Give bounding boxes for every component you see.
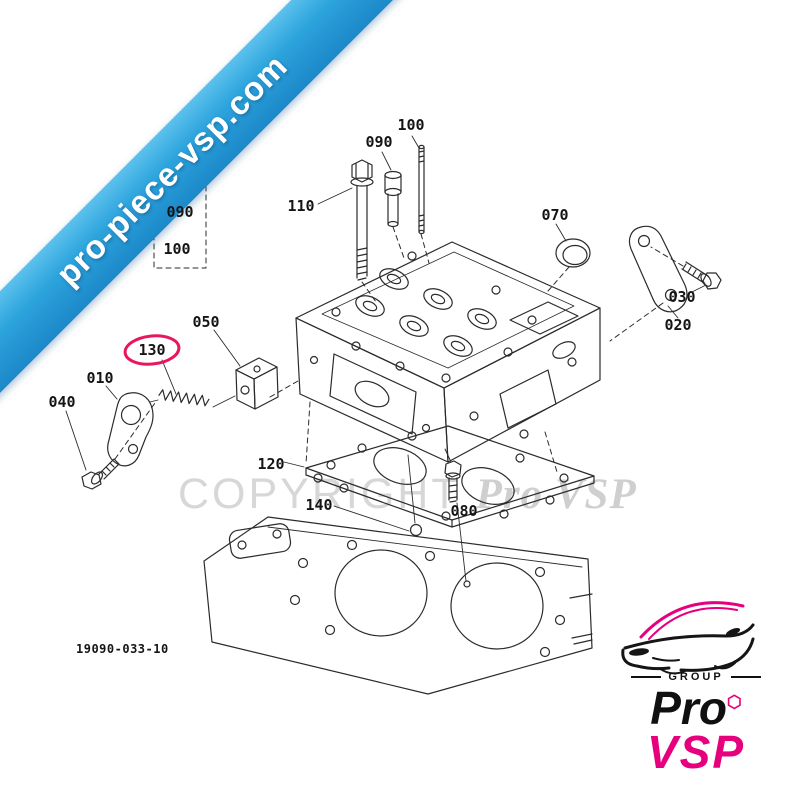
plate-050-drawing bbox=[235, 357, 279, 410]
part-label-030: 030 bbox=[668, 288, 696, 306]
hexagon-icon: ⬡ bbox=[726, 692, 742, 712]
part-label-140: 140 bbox=[305, 496, 333, 514]
watermark-prefix: COPYRIGHT bbox=[178, 470, 461, 518]
head-gasket-drawing bbox=[305, 425, 595, 528]
highlight-ellipse-130 bbox=[123, 334, 181, 366]
eyelet-010-drawing bbox=[107, 392, 154, 467]
part-label-070: 070 bbox=[541, 206, 569, 224]
cap-070-drawing bbox=[555, 238, 591, 268]
part-label-100: 100 bbox=[397, 116, 425, 134]
car-sketch-icon bbox=[621, 601, 755, 675]
bracket-020-drawing bbox=[628, 225, 688, 313]
part-label-050: 050 bbox=[192, 313, 220, 331]
bolt-110-drawing bbox=[350, 159, 374, 281]
logo-brand-vsp: VSP bbox=[646, 726, 746, 778]
logo-group-row: GROUP bbox=[604, 671, 788, 683]
assembly-axes bbox=[114, 226, 684, 473]
logo-left-line bbox=[631, 676, 662, 678]
bolt-040-drawing bbox=[81, 458, 120, 490]
provsp-logo: GROUP Pro⬡ VSP bbox=[604, 582, 788, 775]
part-label-080: 080 bbox=[450, 502, 478, 520]
part-label-130: 130 bbox=[138, 341, 166, 359]
stud-100-drawing bbox=[418, 144, 425, 235]
part-label-120: 120 bbox=[257, 455, 285, 473]
part-label-020: 020 bbox=[664, 316, 692, 334]
inset-label-090: 090 bbox=[166, 203, 194, 221]
logo-group-label: GROUP bbox=[668, 671, 724, 683]
part-label-090: 090 bbox=[365, 133, 393, 151]
part-label-040: 040 bbox=[48, 393, 76, 411]
leader-lines bbox=[65, 135, 707, 532]
valve-guide-090-drawing bbox=[384, 170, 402, 228]
logo-brand-pro: Pro⬡ bbox=[650, 682, 742, 734]
bolt-080-drawing bbox=[444, 460, 462, 503]
part-label-110: 110 bbox=[287, 197, 315, 215]
part-label-010: 010 bbox=[86, 369, 114, 387]
stud-130-drawing bbox=[149, 389, 236, 408]
inset-label-100: 100 bbox=[163, 240, 191, 258]
engine-block-drawing bbox=[203, 516, 593, 695]
logo-right-line bbox=[730, 676, 761, 678]
bolt-030-drawing bbox=[681, 261, 722, 290]
cylinder-head-drawing bbox=[295, 241, 601, 463]
drawing-number: 19090-033-10 bbox=[76, 642, 169, 656]
assembly-lines bbox=[407, 448, 467, 582]
knob-140-drawing bbox=[409, 523, 423, 537]
